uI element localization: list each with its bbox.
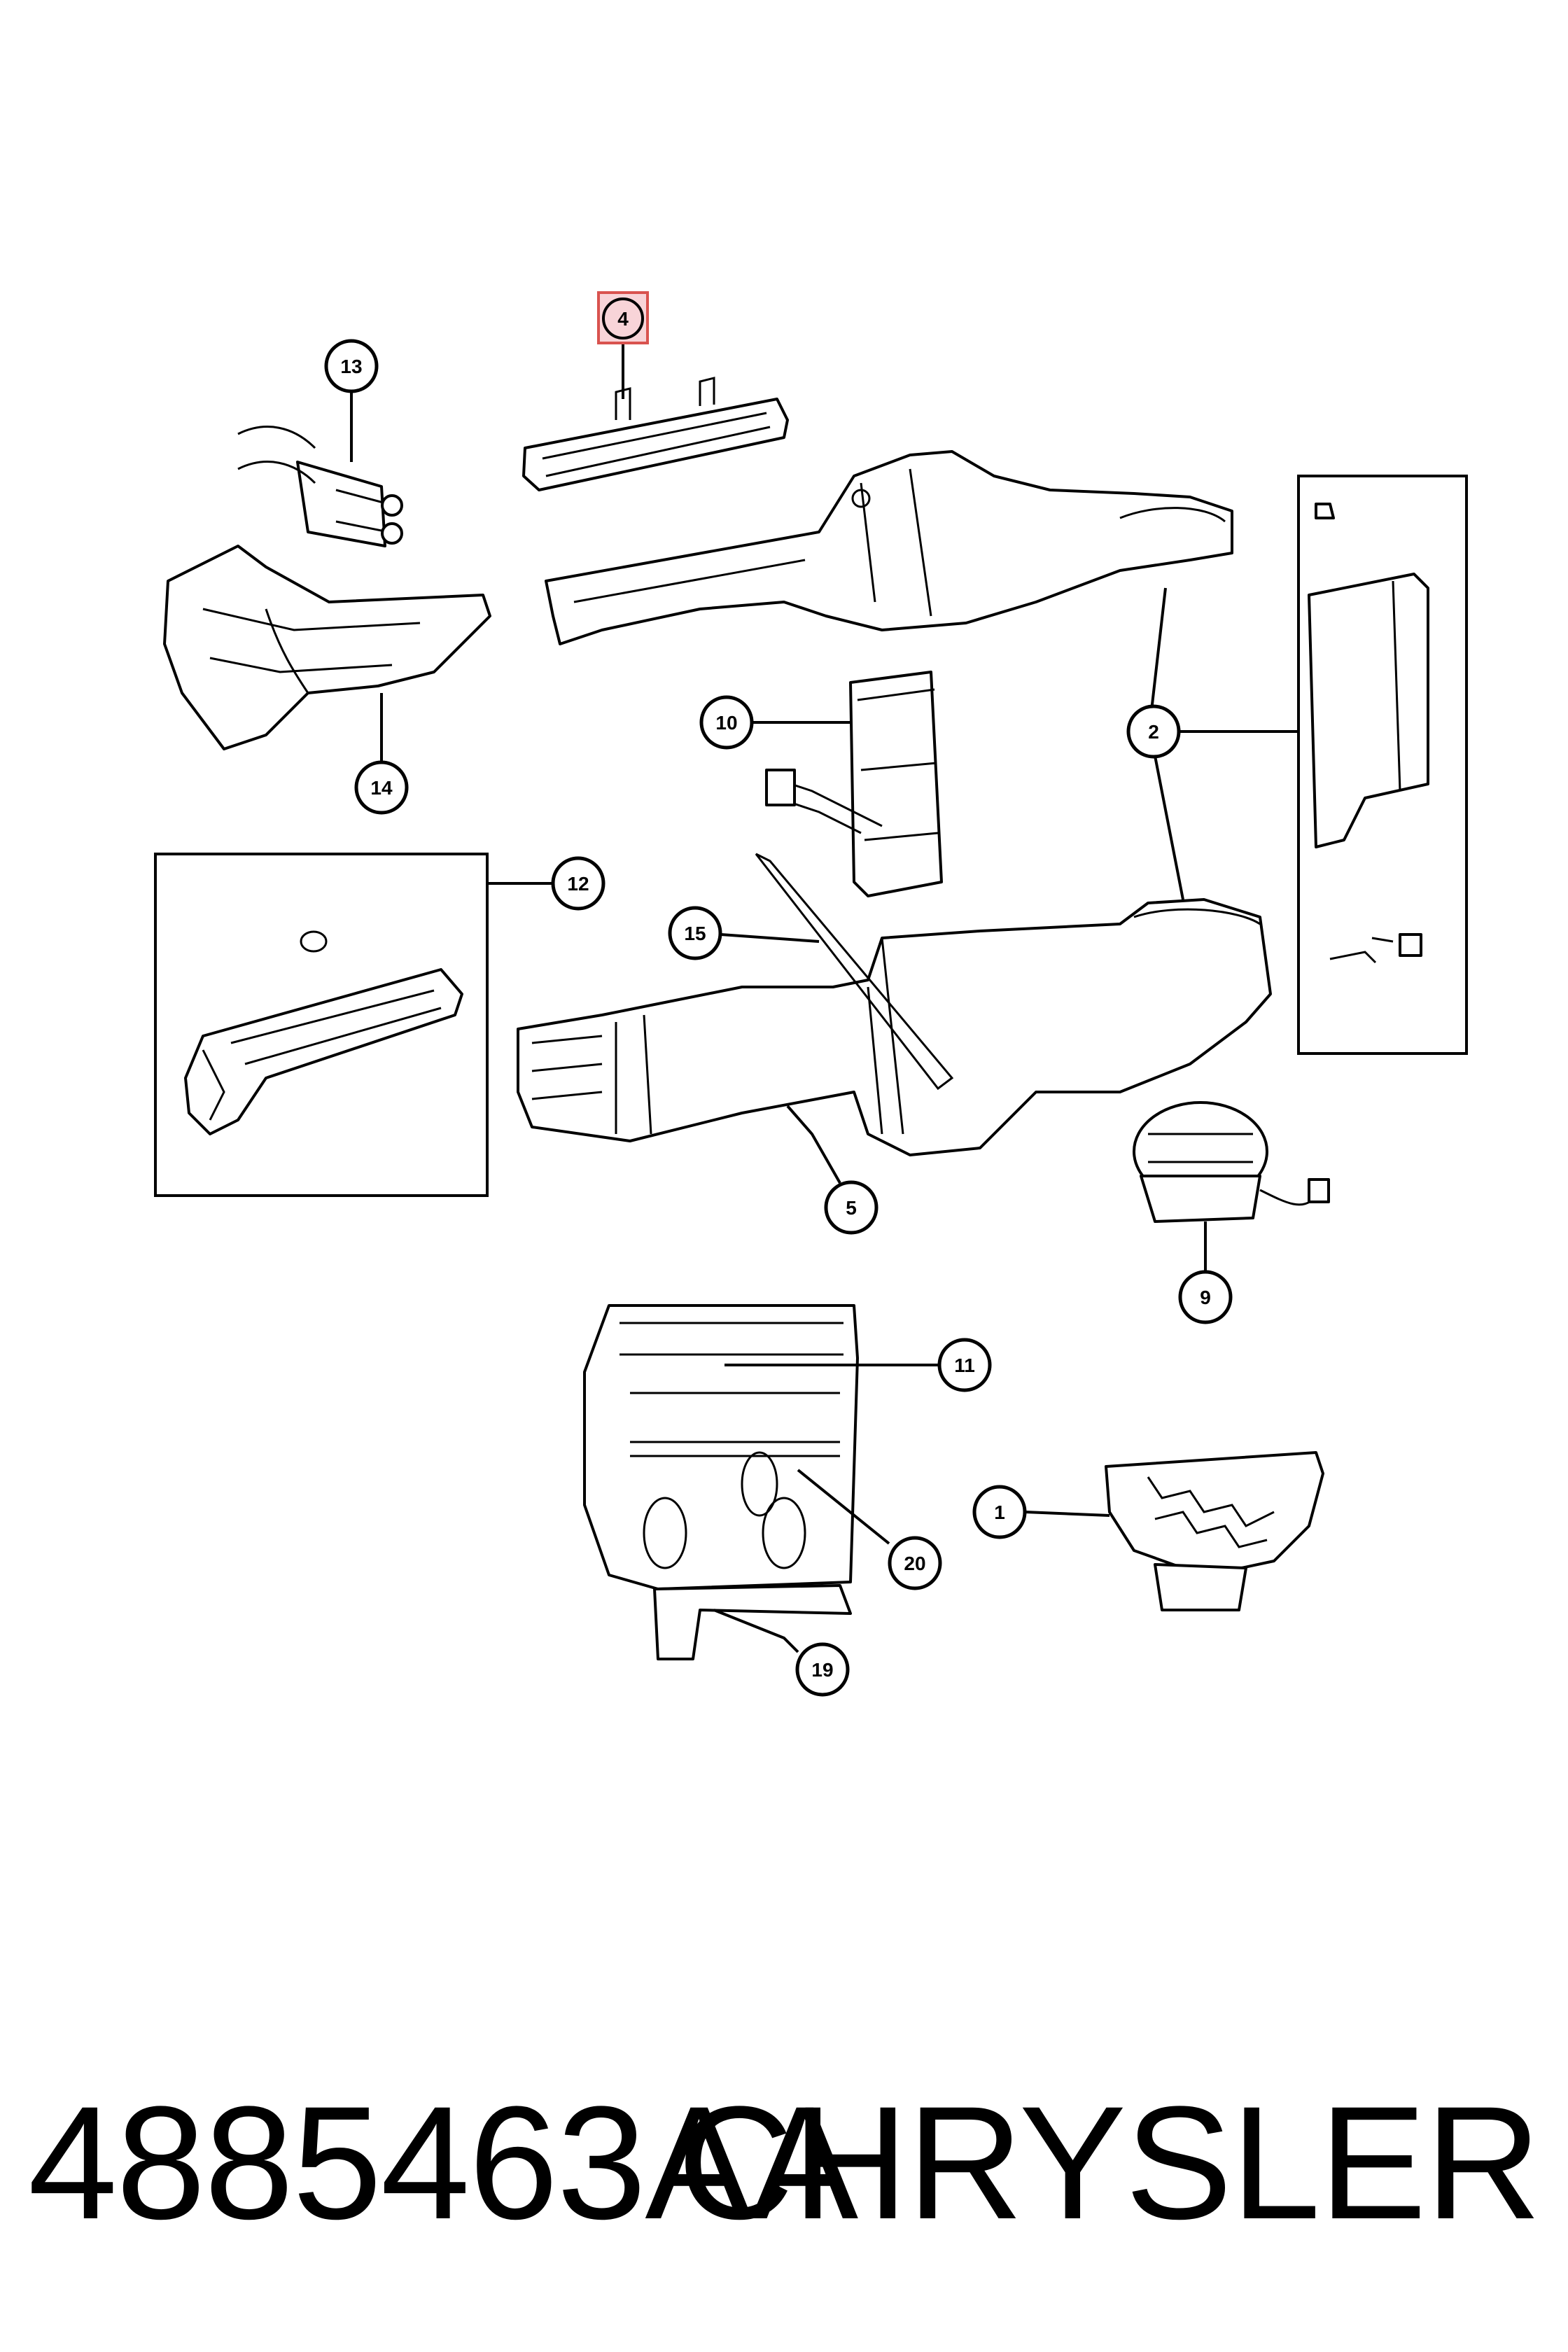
leader-2-upper [1150,587,1167,711]
part-19-drawing [653,1584,852,1660]
footer: 4885463AA CHRYSLER [0,2072,1568,2254]
part-number-text: 4885463AA [28,2073,858,2253]
svg-text:19: 19 [811,1659,833,1681]
part-9-drawing [1133,1101,1330,1223]
callout-9[interactable]: 9 [1178,1270,1233,1324]
callout-2[interactable]: 2 [1126,704,1181,759]
part-15-drawing [755,853,954,1091]
leader-2-lower [1154,755,1184,900]
svg-text:1: 1 [994,1502,1005,1523]
callout-11[interactable]: 11 [937,1338,992,1392]
leader-1 [1025,1511,1110,1517]
part-13-drawing [237,426,403,547]
part-2-detail-contents [1308,503,1429,964]
leader-19 [713,1609,799,1653]
svg-text:11: 11 [954,1354,975,1376]
part-2-detail-box [1297,475,1468,1055]
svg-text:5: 5 [846,1197,857,1219]
callout-12[interactable]: 12 [551,856,606,911]
callout-10[interactable]: 10 [699,695,754,750]
svg-text:14: 14 [370,777,393,799]
brand-name-text: CHRYSLER [677,2073,1541,2253]
leader-5 [786,1105,841,1184]
part-12-drawing [184,930,463,1135]
part-1-drawing [1105,1451,1324,1611]
svg-text:15: 15 [684,923,706,944]
callout-19[interactable]: 19 [795,1642,850,1697]
svg-text:9: 9 [1200,1287,1211,1308]
part-14-drawing [163,545,491,750]
part-lower-housing-drawing [517,898,1272,1156]
part-2-upper-housing-drawing [545,450,1233,645]
callout-14[interactable]: 14 [354,760,409,815]
callout-20[interactable]: 20 [888,1536,942,1590]
part-4-drawing [522,377,789,491]
callout-15[interactable]: 15 [668,906,722,960]
svg-text:12: 12 [567,873,589,895]
leader-20 [797,1469,890,1545]
svg-text:13: 13 [340,356,362,377]
svg-text:2: 2 [1148,721,1159,743]
svg-text:20: 20 [904,1553,925,1574]
callout-13[interactable]: 13 [324,339,379,393]
callout-4[interactable]: 4 [597,291,649,344]
leader-15 [720,933,820,943]
callout-5[interactable]: 5 [824,1180,878,1235]
part-12-detail-box [154,853,489,1197]
part-10-drawing [765,671,943,897]
part-11-20-drawing [583,1304,859,1590]
svg-text:4: 4 [617,308,629,330]
svg-text:10: 10 [715,712,737,734]
callout-1[interactable]: 1 [972,1485,1027,1539]
